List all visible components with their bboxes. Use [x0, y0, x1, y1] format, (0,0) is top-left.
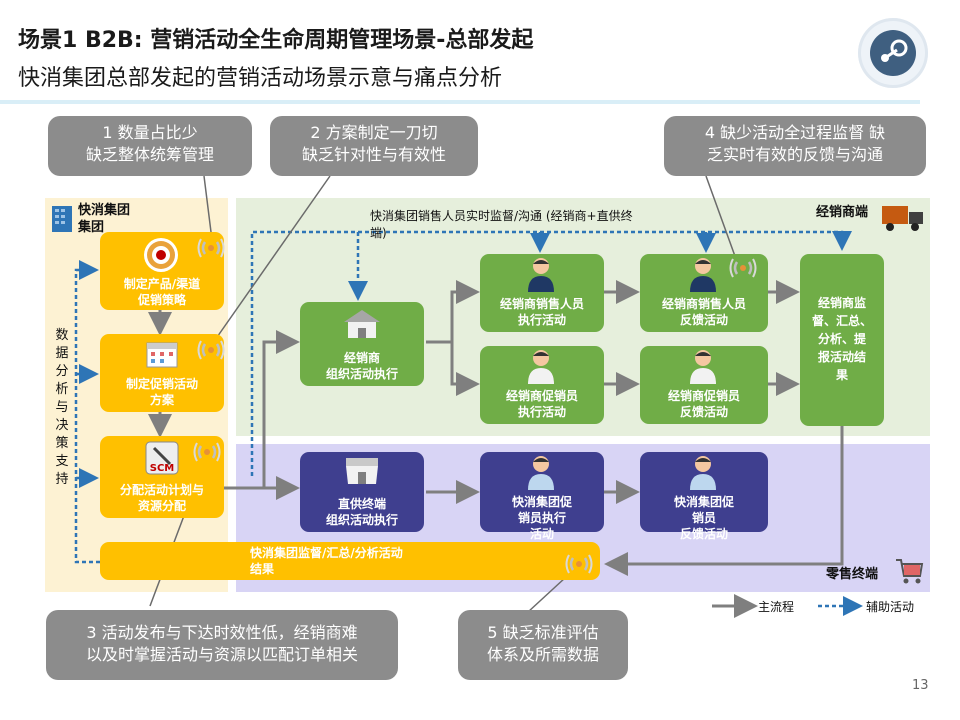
group-promo-exec-text: 快消集团促 销员执行 活动 — [511, 495, 572, 541]
building-icon — [50, 202, 74, 232]
group-monitor-box: 快消集团监督/汇总/分析活动 结果 — [100, 542, 600, 580]
store-icon — [340, 306, 384, 340]
dealer-sales-exec-box: 经销商销售人员 执行活动 — [480, 254, 604, 332]
dealer-monitor-text: 经销商监 督、汇总、 分析、提 报活动结 果 — [811, 296, 872, 382]
callout-3: 3 活动发布与下达时效性低，经销商难 以及时掌握活动与资源以匹配订单相关 — [46, 610, 398, 680]
side-support-label: 数 据 分 析 与 决 策 支 持 — [55, 328, 69, 487]
dealer-promo-exec-box: 经销商促销员 执行活动 — [480, 346, 604, 424]
direct-exec-text: 直供终端 组织活动执行 — [325, 497, 398, 527]
dealer-promo-fb-box: 经销商促销员 反馈活动 — [640, 346, 768, 424]
truck-icon — [882, 202, 924, 232]
page-number: 13 — [912, 678, 929, 693]
page-title: 场景1 B2B: 营销活动全生命周期管理场景-总部发起 — [18, 28, 534, 53]
title-divider — [0, 100, 920, 104]
signal-icon — [564, 552, 594, 576]
dealer-promo-exec-text: 经销商促销员 执行活动 — [505, 389, 578, 419]
retail-zone-label: 零售终端 — [826, 567, 879, 582]
group-zone-label: 快消集团 集团 — [78, 203, 131, 235]
strategy-text: 制定产品/渠道 促销策略 — [123, 277, 201, 307]
dealer-promo-fb-text: 经销商促销员 反馈活动 — [667, 389, 740, 419]
allocate-text: 分配活动计划与 资源分配 — [119, 483, 204, 513]
group-promo-fb-box: 快消集团促 销员 反馈活动 — [640, 452, 768, 541]
target-icon — [144, 238, 178, 272]
group-promo-exec-box: 快消集团促 销员执行 活动 — [480, 452, 604, 541]
group-promo-fb-text: 快消集团促 销员 反馈活动 — [673, 495, 734, 541]
dealer-exec-text: 经销商 组织活动执行 — [325, 351, 398, 381]
callout-2: 2 方案制定一刀切 缺乏针对性与有效性 — [270, 116, 478, 176]
shop-icon — [344, 454, 380, 486]
callout-4: 4 缺少活动全过程监督 缺 乏实时有效的反馈与沟通 — [664, 116, 926, 176]
calendar-icon — [146, 340, 178, 368]
group-monitor-text: 快消集团监督/汇总/分析活动 结果 — [250, 546, 403, 576]
dealer-sales-fb-text: 经销商销售人员 反馈活动 — [661, 297, 746, 327]
top-note: 快消集团销售人员实时监督/沟通 (经销商+直供终 端) — [370, 209, 633, 240]
direct-exec-box: 直供终端 组织活动执行 — [300, 452, 424, 532]
page-subtitle: 快消集团总部发起的营销活动场景示意与痛点分析 — [18, 66, 503, 91]
promoter-icon — [526, 348, 556, 384]
dealer-exec-box: 经销商 组织活动执行 — [300, 302, 424, 386]
dealer-sales-fb-box: 经销商销售人员 反馈活动 — [640, 254, 768, 332]
group-promoter-icon — [688, 454, 718, 490]
signal-icon — [728, 256, 758, 280]
signal-icon — [192, 440, 222, 464]
salesperson-icon — [526, 256, 556, 292]
scm-icon: SCM — [144, 440, 180, 476]
legend-aux-label: 辅助活动 — [866, 600, 915, 614]
steam-badge-icon — [858, 18, 928, 88]
dealer-monitor-box: 经销商监 督、汇总、 分析、提 报活动结 果 — [800, 254, 884, 426]
dealer-sales-exec-text: 经销商销售人员 执行活动 — [499, 297, 584, 327]
group-promoter-icon — [526, 454, 556, 490]
svg-text:SCM: SCM — [150, 463, 175, 474]
signal-icon — [196, 236, 226, 260]
legend-main-label: 主流程 — [758, 600, 795, 614]
callout-5: 5 缺乏标准评估 体系及所需数据 — [458, 610, 628, 680]
salesperson-icon — [688, 256, 718, 292]
dealer-zone-label: 经销商端 — [816, 205, 869, 220]
allocate-box: SCM 分配活动计划与 资源分配 — [100, 436, 224, 518]
plan-text: 制定促销活动 方案 — [125, 377, 198, 407]
signal-icon — [196, 338, 226, 362]
promoter-icon — [688, 348, 718, 384]
shopping-cart-icon — [894, 556, 924, 586]
callout-1: 1 数量占比少 缺乏整体统筹管理 — [48, 116, 252, 176]
